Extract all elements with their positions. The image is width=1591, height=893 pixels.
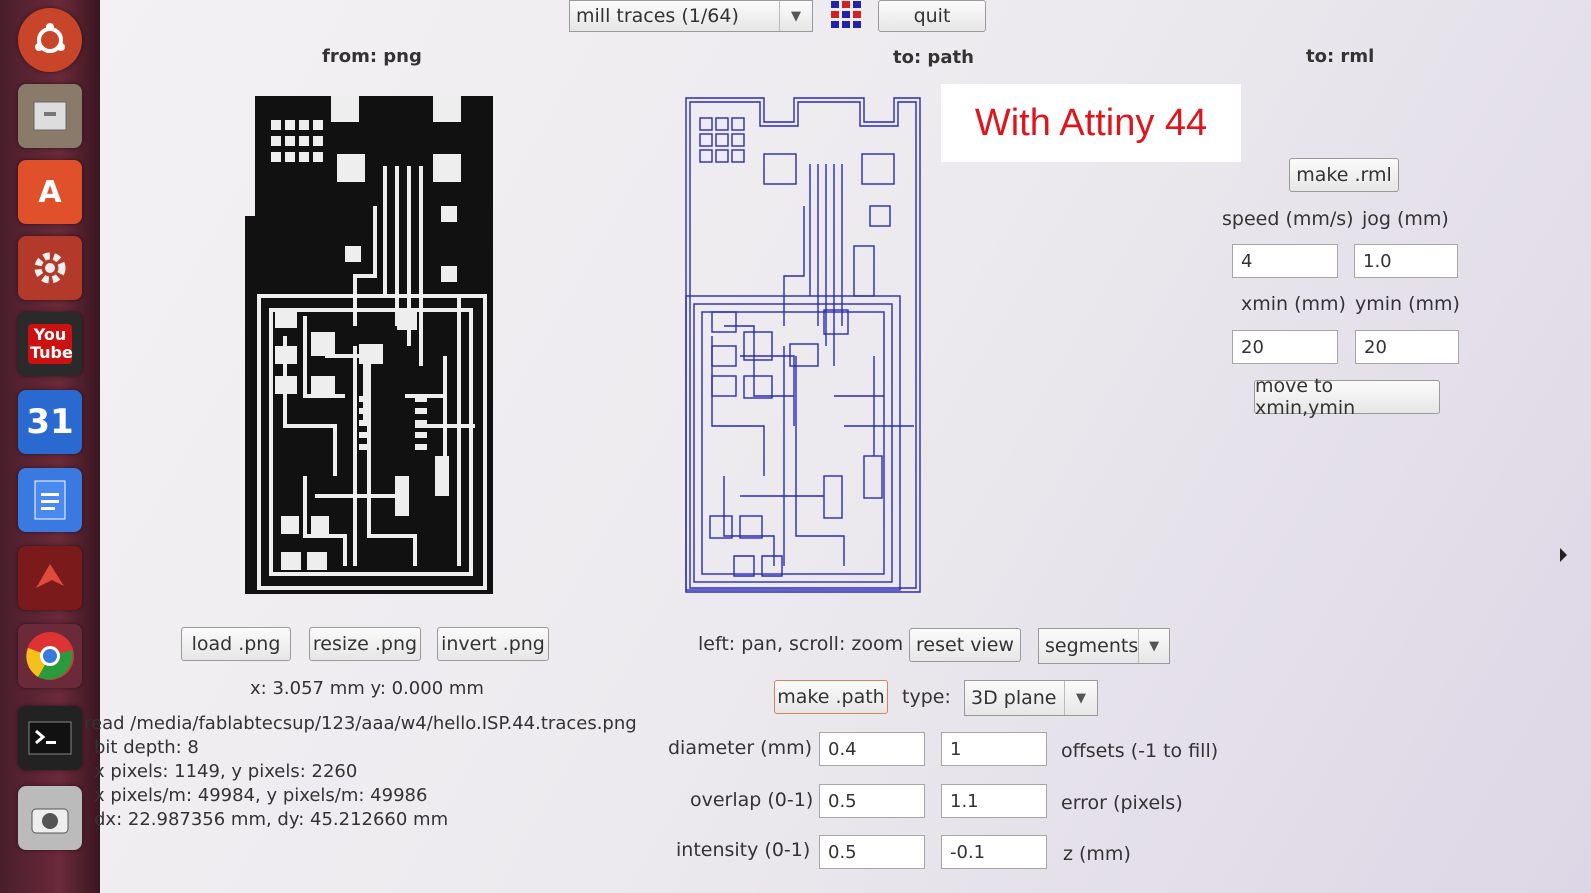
offsets-label: offsets (-1 to fill) bbox=[1061, 740, 1219, 762]
invert-png-button[interactable]: invert .png bbox=[437, 627, 549, 661]
overlap-input[interactable]: 0.5 bbox=[819, 784, 925, 818]
png-info-dimensions: dx: 22.987356 mm, dy: 45.212660 mm bbox=[94, 809, 449, 830]
process-select[interactable]: mill traces (1/64) ▼ bbox=[569, 0, 813, 32]
path-preview[interactable] bbox=[684, 96, 926, 600]
document-icon bbox=[34, 480, 66, 520]
resize-png-button[interactable]: resize .png bbox=[309, 627, 421, 661]
offsets-input[interactable]: 1 bbox=[941, 732, 1047, 766]
png-info-pixels: x pixels: 1149, y pixels: 2260 bbox=[94, 761, 358, 782]
speed-input[interactable]: 4 bbox=[1232, 244, 1338, 278]
segments-select-value: segments bbox=[1045, 635, 1139, 657]
intensity-label: intensity (0-1) bbox=[676, 839, 811, 861]
z-input[interactable]: -0.1 bbox=[941, 835, 1047, 869]
overlay-label: With Attiny 44 bbox=[941, 84, 1241, 162]
intensity-input[interactable]: 0.5 bbox=[819, 835, 925, 869]
error-input[interactable]: 1.1 bbox=[941, 784, 1047, 818]
chevron-down-icon: ▼ bbox=[1064, 681, 1097, 715]
diameter-label: diameter (mm) bbox=[668, 737, 813, 759]
file-cabinet-icon bbox=[33, 101, 67, 131]
youtube-icon-text: You Tube bbox=[28, 324, 73, 364]
overlap-label: overlap (0-1) bbox=[690, 789, 814, 811]
mouse-cursor-icon bbox=[1560, 548, 1567, 562]
calendar-day: 31 bbox=[26, 402, 74, 442]
gear-icon bbox=[34, 252, 66, 284]
to-rml-header: to: rml bbox=[1306, 46, 1375, 67]
cursor-coords: x: 3.057 mm y: 0.000 mm bbox=[250, 678, 484, 699]
ubuntu-dash-icon[interactable] bbox=[18, 8, 82, 72]
move-to-xmin-ymin-button[interactable]: move to xmin,ymin bbox=[1254, 375, 1440, 419]
color-grid-icon[interactable] bbox=[830, 0, 864, 34]
png-preview[interactable] bbox=[245, 96, 495, 600]
diameter-input[interactable]: 0.4 bbox=[819, 732, 925, 766]
segments-select[interactable]: segments ▼ bbox=[1038, 628, 1170, 664]
jog-input[interactable]: 1.0 bbox=[1354, 244, 1458, 278]
settings-gear-icon[interactable] bbox=[18, 236, 82, 300]
ymin-input[interactable]: 20 bbox=[1355, 330, 1459, 364]
jog-label: jog (mm) bbox=[1362, 208, 1449, 230]
error-label: error (pixels) bbox=[1061, 792, 1183, 814]
toolpath-image bbox=[685, 97, 921, 593]
software-center-icon[interactable]: A bbox=[18, 160, 82, 224]
ubuntu-logo-icon bbox=[35, 23, 65, 53]
xmin-label: xmin (mm) bbox=[1241, 293, 1346, 315]
camera-icon[interactable] bbox=[18, 786, 82, 850]
bird-app-icon[interactable] bbox=[18, 546, 82, 610]
to-path-header: to: path bbox=[893, 47, 974, 68]
png-info-read: read /media/fablabtecsup/123/aaa/w4/hell… bbox=[84, 713, 637, 734]
reset-view-button[interactable]: reset view bbox=[909, 628, 1021, 662]
quit-button[interactable]: quit bbox=[878, 0, 986, 32]
calendar-icon[interactable]: 31 bbox=[18, 390, 82, 454]
make-rml-button[interactable]: make .rml bbox=[1289, 158, 1399, 192]
type-label: type: bbox=[902, 686, 951, 708]
png-info-bitdepth: bit depth: 8 bbox=[94, 737, 199, 758]
from-png-header: from: png bbox=[322, 46, 422, 67]
ymin-label: ymin (mm) bbox=[1355, 293, 1460, 315]
terminal-icon[interactable] bbox=[18, 706, 82, 770]
chevron-down-icon: ▼ bbox=[1138, 629, 1169, 663]
xmin-input[interactable]: 20 bbox=[1232, 330, 1338, 364]
chrome-icon[interactable] bbox=[18, 624, 82, 688]
files-icon[interactable] bbox=[18, 84, 82, 148]
chevron-down-icon: ▼ bbox=[779, 1, 812, 31]
png-info-pixels-per-m: x pixels/m: 49984, y pixels/m: 49986 bbox=[94, 785, 428, 806]
type-select[interactable]: 3D plane ▼ bbox=[964, 680, 1098, 716]
z-label: z (mm) bbox=[1063, 843, 1131, 865]
traces-png-image bbox=[245, 96, 493, 594]
fab-modules-window: mill traces (1/64) ▼ quit from: png to: … bbox=[84, 0, 1591, 893]
speed-label: speed (mm/s) bbox=[1222, 208, 1354, 230]
chrome-logo-icon bbox=[26, 632, 74, 680]
terminal-prompt-icon bbox=[28, 721, 72, 755]
load-png-button[interactable]: load .png bbox=[181, 627, 291, 661]
type-select-value: 3D plane bbox=[971, 687, 1057, 709]
process-select-value: mill traces (1/64) bbox=[576, 5, 739, 27]
youtube-icon[interactable]: You Tube bbox=[18, 312, 82, 376]
camera-lens-icon bbox=[31, 808, 69, 834]
docs-icon[interactable] bbox=[18, 468, 82, 532]
pan-zoom-hint: left: pan, scroll: zoom bbox=[698, 633, 904, 655]
make-path-button[interactable]: make .path bbox=[774, 680, 888, 714]
launcher: A You Tube 31 bbox=[0, 0, 100, 893]
bird-icon bbox=[36, 564, 64, 588]
